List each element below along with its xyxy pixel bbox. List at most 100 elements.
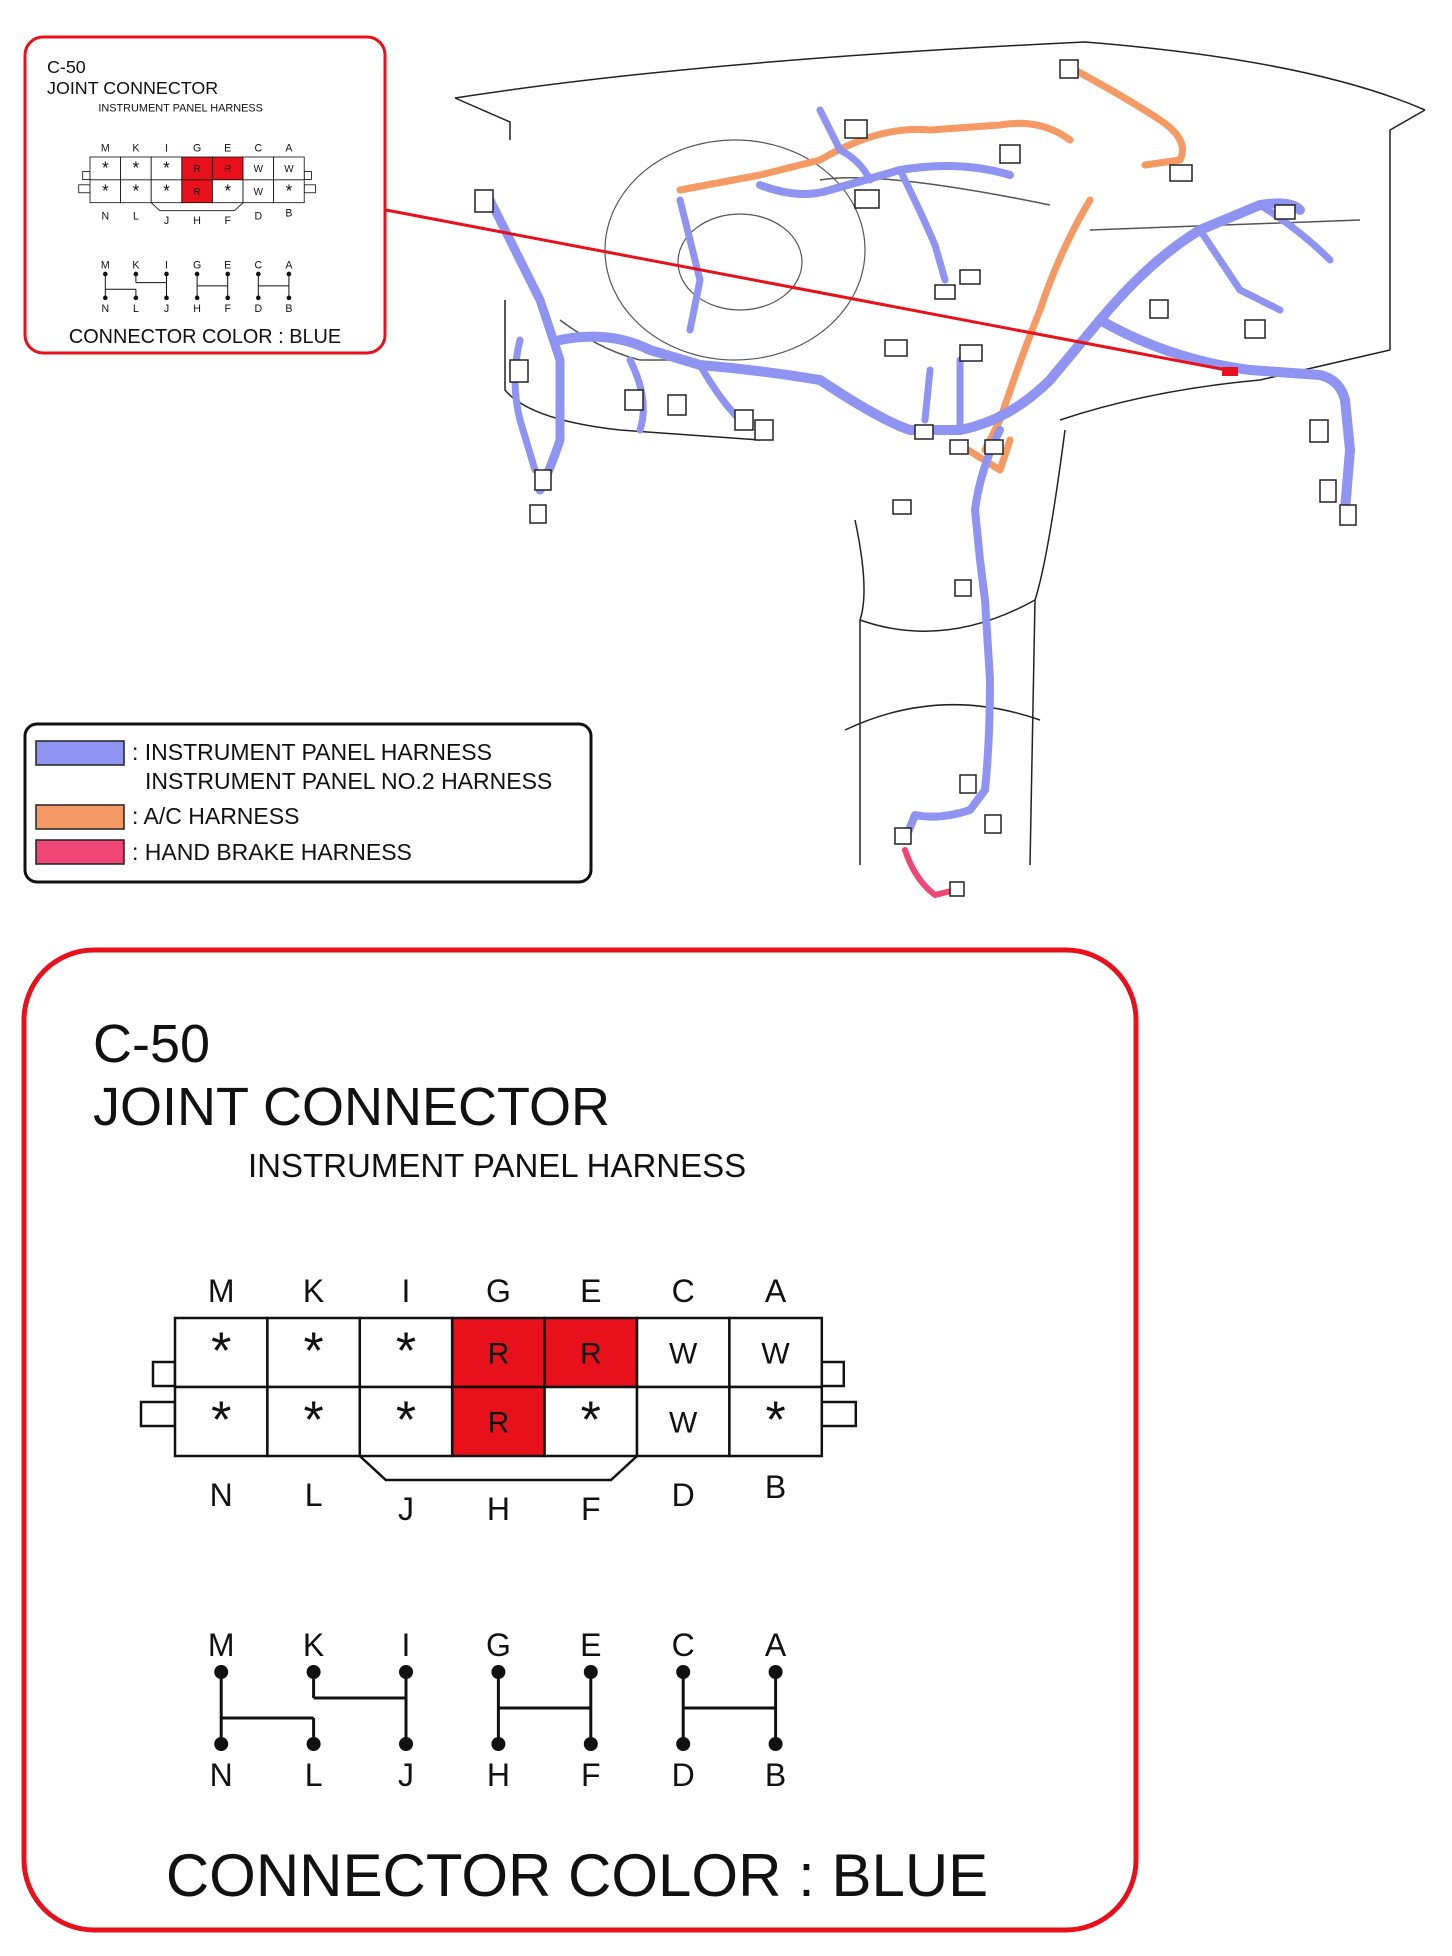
schematic-letter-bottom-F: F [581,1757,601,1793]
pin-cell-I [358,1316,454,1389]
pin-letter-bottom-J: J [164,215,169,227]
schematic-terminal-B [768,1737,783,1751]
pin-wire-color-I: * [163,158,170,178]
pin-letter-top-E: E [580,1273,601,1309]
pin-letter-top-I: I [402,1273,411,1309]
schematic-letter-bottom-B: B [765,1757,786,1793]
schematic-terminal-H [491,1737,506,1751]
connector-lock-key [358,1455,638,1482]
schematic-letter-bottom-J: J [398,1757,414,1793]
schematic-terminal-G [491,1665,506,1679]
pin-wire-color-A: W [761,1338,790,1371]
schematic-letter-top-K: K [303,1627,324,1663]
pin-wire-color-H: R [488,1407,510,1440]
connector-color-label: CONNECTOR COLOR : BLUE [69,326,341,348]
schematic-terminal-M [102,271,108,277]
pin-letter-bottom-B: B [285,208,292,220]
pin-letter-top-K: K [303,1273,324,1309]
schematic-letter-top-C: C [254,260,262,272]
legend-swatch-panel [35,740,125,766]
schematic-letter-bottom-D: D [254,303,262,315]
pin-cell-F [543,1385,639,1458]
schematic-letter-bottom-H: H [487,1757,510,1793]
ac-harness-wiring [676,66,1186,474]
pin-cell-H [450,1385,546,1458]
pin-letter-top-G: G [193,143,201,155]
pin-wire-color-D: W [254,187,264,198]
pin-wire-color-J: * [396,1392,416,1450]
pin-wire-color-H: R [194,187,201,198]
pin-wire-color-I: * [396,1323,416,1381]
pin-cell-K [266,1316,362,1389]
schematic-terminal-N [102,295,108,301]
harness-name: INSTRUMENT PANEL HARNESS [248,1147,746,1184]
pin-wire-color-C: W [669,1338,698,1371]
schematic-letter-bottom-H: H [193,303,201,315]
connector-tab-right-lower [303,184,316,194]
schematic-letter-top-A: A [765,1627,787,1663]
pin-letter-bottom-D: D [254,210,262,222]
pin-wire-color-F: * [224,181,231,201]
schematic-terminal-L [306,1737,321,1751]
pin-wire-color-A: W [284,164,294,175]
schematic-letter-top-A: A [285,260,293,272]
pin-cell-N [173,1385,269,1458]
schematic-terminal-E [225,271,231,277]
pin-wire-color-L: * [133,181,140,201]
connector-name: JOINT CONNECTOR [47,78,218,98]
connector-tab-left-lower [78,184,91,194]
connector-color-label: CONNECTOR COLOR : BLUE [166,1842,988,1909]
schematic-letter-bottom-L: L [133,303,139,315]
pin-wire-color-J: * [163,181,170,201]
pin-letter-bottom-J: J [398,1491,414,1527]
connector-tab-right-upper [820,1360,846,1388]
hand-brake-harness-wiring [902,847,958,899]
schematic-letter-bottom-B: B [285,303,292,315]
schematic-terminal-C [255,271,261,277]
pin-wire-color-K: * [133,158,140,178]
schematic-terminal-J [399,1737,413,1751]
schematic-terminal-C [676,1665,691,1679]
dashboard-illustration [454,41,1426,866]
pin-cell-L [266,1385,362,1458]
pin-letter-bottom-N: N [101,210,109,222]
connector-tab-left-upper [151,1360,177,1388]
schematic-terminal-H [194,295,200,301]
harness-name: INSTRUMENT PANEL HARNESS [98,102,263,114]
pin-letter-bottom-L: L [133,210,139,222]
schematic-terminal-K [133,271,139,277]
pin-letter-top-C: C [672,1273,695,1309]
schematic-terminal-E [583,1665,598,1679]
connector-tab-left-lower [139,1400,177,1428]
pin-wire-color-B: * [286,181,293,201]
schematic-terminal-M [214,1665,229,1679]
pin-wire-color-B: * [765,1392,785,1450]
panel-harness-wiring [485,106,1355,844]
pin-wire-color-G: R [194,164,201,175]
legend-label-ac: : A/C HARNESS [132,803,299,829]
connector-tab-right-upper [303,171,312,180]
schematic-letter-top-I: I [402,1627,411,1663]
pin-letter-top-M: M [101,143,110,155]
connector-code: C-50 [93,1014,210,1074]
pin-wire-color-N: * [211,1392,231,1450]
legend: : INSTRUMENT PANEL HARNESS INSTRUMENT PA… [35,739,552,865]
schematic-letter-top-M: M [101,260,110,272]
schematic-letter-bottom-N: N [210,1757,233,1793]
pin-letter-bottom-B: B [765,1469,786,1505]
pin-letter-bottom-F: F [581,1491,601,1527]
legend-label-brake: : HAND BRAKE HARNESS [132,839,412,865]
connector-tab-right-lower [820,1400,858,1428]
pin-letter-top-A: A [765,1273,787,1309]
schematic-letter-top-I: I [165,260,168,272]
pin-wire-color-E: R [580,1338,602,1371]
pin-letter-bottom-N: N [210,1477,233,1513]
pin-cell-B [273,179,305,204]
pin-letter-top-G: G [486,1273,511,1309]
pin-cell-E [543,1316,639,1389]
schematic-letter-top-C: C [672,1627,695,1663]
pin-wire-color-E: R [224,164,231,175]
pin-letter-bottom-H: H [487,1491,510,1527]
